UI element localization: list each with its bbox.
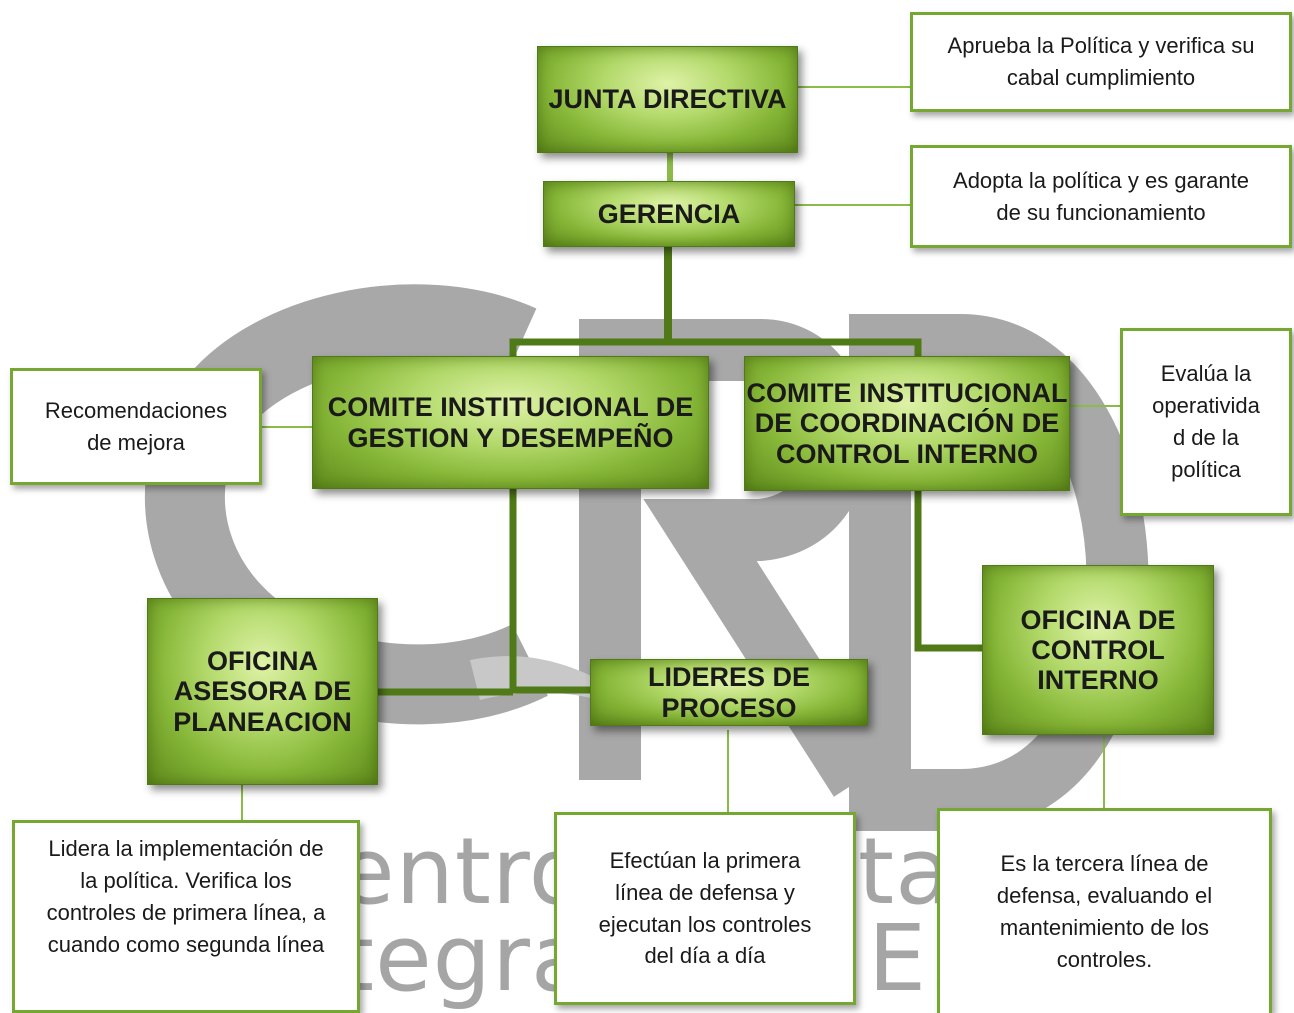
- node-oficina-control-interno-label: OFICINA DE CONTROL INTERNO: [1020, 604, 1176, 696]
- node-comite-gestion-label: COMITE INSTITUCIONAL DE GESTION Y DESEMP…: [327, 392, 694, 453]
- connector-comites-bar: [509, 338, 922, 362]
- node-comite-control-label: COMITE INSTITUCIONAL DE COORDINACIÓN DE …: [746, 378, 1068, 469]
- node-junta-directiva-label: JUNTA DIRECTIVA: [548, 84, 787, 115]
- note-control-interno: Es la tercera línea de defensa, evaluand…: [937, 808, 1272, 1013]
- note-gerencia: Adopta la política y es garante de su fu…: [910, 145, 1292, 248]
- note-comite-gestion: Recomendaciones de mejora: [10, 368, 262, 485]
- node-comite-gestion: COMITE INSTITUCIONAL DE GESTION Y DESEMP…: [312, 356, 709, 489]
- note-junta: Aprueba la Política y verifica su cabal …: [910, 12, 1292, 112]
- note-junta-text: Aprueba la Política y verifica su cabal …: [947, 33, 1255, 90]
- note-control-interno-text: Es la tercera línea de defensa, evaluand…: [996, 851, 1213, 972]
- node-oficina-planeacion-label: OFICINA ASESORA DE PLANEACION: [173, 646, 352, 737]
- node-lideres-proceso: LIDERES DE PROCESO: [590, 659, 868, 726]
- note-comite-gestion-text: Recomendaciones de mejora: [44, 397, 228, 455]
- note-gerencia-text: Adopta la política y es garante de su fu…: [953, 167, 1249, 225]
- watermark-letter-c: [144, 284, 548, 725]
- note-lideres: Efectúan la primera línea de defensa y e…: [554, 812, 856, 1005]
- note-planeacion-text: Lidera la implementación de la política.…: [46, 836, 326, 957]
- node-junta-directiva: JUNTA DIRECTIVA: [537, 46, 798, 153]
- note-comite-control-text: Evalúa la operativida d de la política: [1152, 361, 1260, 482]
- note-comite-control: Evalúa la operativida d de la política: [1120, 328, 1292, 516]
- note-lideres-text: Efectúan la primera línea de defensa y e…: [598, 847, 812, 969]
- node-comite-control: COMITE INSTITUCIONAL DE COORDINACIÓN DE …: [744, 356, 1070, 491]
- connector-gestion-lideres: [509, 488, 590, 694]
- node-gerencia-label: GERENCIA: [597, 198, 741, 229]
- node-oficina-control-interno: OFICINA DE CONTROL INTERNO: [982, 565, 1214, 735]
- connector-control-oficina: [914, 490, 982, 652]
- node-lideres-proceso-label: LIDERES DE PROCESO: [647, 662, 811, 723]
- node-oficina-planeacion: OFICINA ASESORA DE PLANEACION: [147, 598, 378, 785]
- node-gerencia: GERENCIA: [543, 181, 795, 247]
- note-planeacion: Lidera la implementación de la política.…: [12, 820, 360, 1013]
